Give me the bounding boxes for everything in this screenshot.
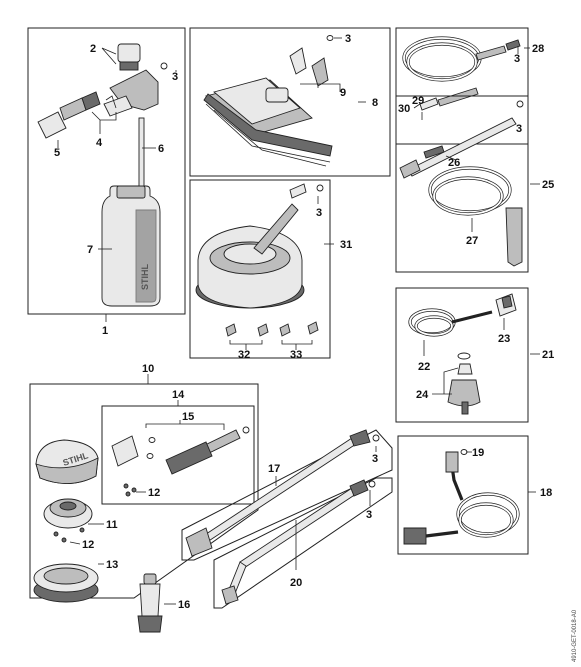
label-32: 32 <box>238 349 250 361</box>
suction-tube-part <box>138 117 145 187</box>
label-3c: 3 <box>514 53 520 65</box>
group-surface-cleaner: 3 31 32 33 <box>189 179 352 361</box>
label-29: 29 <box>412 95 424 107</box>
group-drain-cleaning-set: 22 23 21 24 <box>395 287 554 423</box>
foam-bottle-part: STIHL <box>101 185 161 307</box>
pipe-cleaning-kit-part <box>399 100 524 267</box>
label-10: 10 <box>142 363 154 375</box>
label-3f: 3 <box>372 453 378 465</box>
label-23: 23 <box>498 333 510 345</box>
extension-hose-part <box>402 36 521 82</box>
label-3e: 3 <box>316 207 322 219</box>
brush-adapter-parts <box>289 35 334 87</box>
label-33: 33 <box>290 349 302 361</box>
label-24: 24 <box>416 389 429 401</box>
label-1: 1 <box>102 325 108 337</box>
bottle-brand-text: STIHL <box>140 263 150 290</box>
label-9: 9 <box>340 87 346 99</box>
label-17: 17 <box>268 463 280 475</box>
label-11: 11 <box>106 519 118 531</box>
lance-part-17 <box>185 429 380 557</box>
surface-cleaner-part <box>195 183 324 309</box>
label-2: 2 <box>90 43 96 55</box>
group-extension-hose: 28 3 29 30 3 26 25 27 <box>395 27 554 273</box>
label-5: 5 <box>54 147 60 159</box>
connector-and-nozzle-parts <box>37 91 117 139</box>
document-code: 4910-GET-0018-A0 <box>572 609 578 662</box>
rotary-brush-head-part <box>43 498 93 529</box>
screws-part <box>53 483 137 543</box>
drain-hose-part <box>408 308 493 337</box>
group-box-17 <box>181 429 393 561</box>
hose-connector-parts <box>419 87 479 111</box>
group-box-1 <box>27 27 186 315</box>
group-rotary-brush: 10 14 STIHL <box>29 363 259 603</box>
foam-nozzle-body-part <box>103 43 168 117</box>
hose-part-18 <box>403 449 520 545</box>
rotary-brush-cover-part: STIHL <box>35 439 99 484</box>
group-wash-brush: 3 9 8 <box>189 27 391 177</box>
angled-lance-part-20 <box>221 479 376 605</box>
label-22: 22 <box>418 361 430 373</box>
group-box-8 <box>189 27 391 177</box>
group-box-25 <box>395 95 529 273</box>
label-25: 25 <box>542 179 554 191</box>
label-8: 8 <box>372 97 378 109</box>
label-3a: 3 <box>172 71 178 83</box>
wash-brush-part <box>203 77 333 167</box>
label-12a: 12 <box>148 487 160 499</box>
label-18: 18 <box>540 487 552 499</box>
group-box-18 <box>397 435 529 555</box>
label-3d: 3 <box>516 123 522 135</box>
label-27: 27 <box>466 235 478 247</box>
drain-nozzle-part <box>447 352 481 415</box>
label-16: 16 <box>178 599 190 611</box>
label-20: 20 <box>290 577 302 589</box>
group-box-21 <box>395 287 529 423</box>
group-box-20 <box>213 477 393 609</box>
label-19: 19 <box>472 447 484 459</box>
label-14: 14 <box>172 389 185 401</box>
label-3g: 3 <box>366 509 372 521</box>
label-28: 28 <box>532 43 544 55</box>
label-6: 6 <box>158 143 164 155</box>
group-foam-sprayer: STIHL 2 3 4 5 6 7 1 <box>27 27 186 337</box>
label-31: 31 <box>340 239 352 251</box>
label-26: 26 <box>448 157 460 169</box>
label-15: 15 <box>182 411 194 423</box>
adapter-part-23 <box>495 293 517 317</box>
label-4: 4 <box>96 137 103 149</box>
group-replacement-hose: 19 18 <box>397 435 552 555</box>
label-12b: 12 <box>82 539 94 551</box>
surface-cleaner-nozzle-parts <box>225 321 319 337</box>
rotary-brush-base-part <box>33 563 99 603</box>
nozzle-part-16 <box>137 573 163 633</box>
rotary-brush-wand-part <box>111 426 250 475</box>
label-3b: 3 <box>345 33 351 45</box>
label-13: 13 <box>106 559 118 571</box>
label-30: 30 <box>398 103 410 115</box>
label-21: 21 <box>542 349 554 361</box>
group-spray-lances: 17 3 3 20 <box>181 429 393 609</box>
label-7: 7 <box>87 244 93 256</box>
group-box-31 <box>189 179 331 359</box>
